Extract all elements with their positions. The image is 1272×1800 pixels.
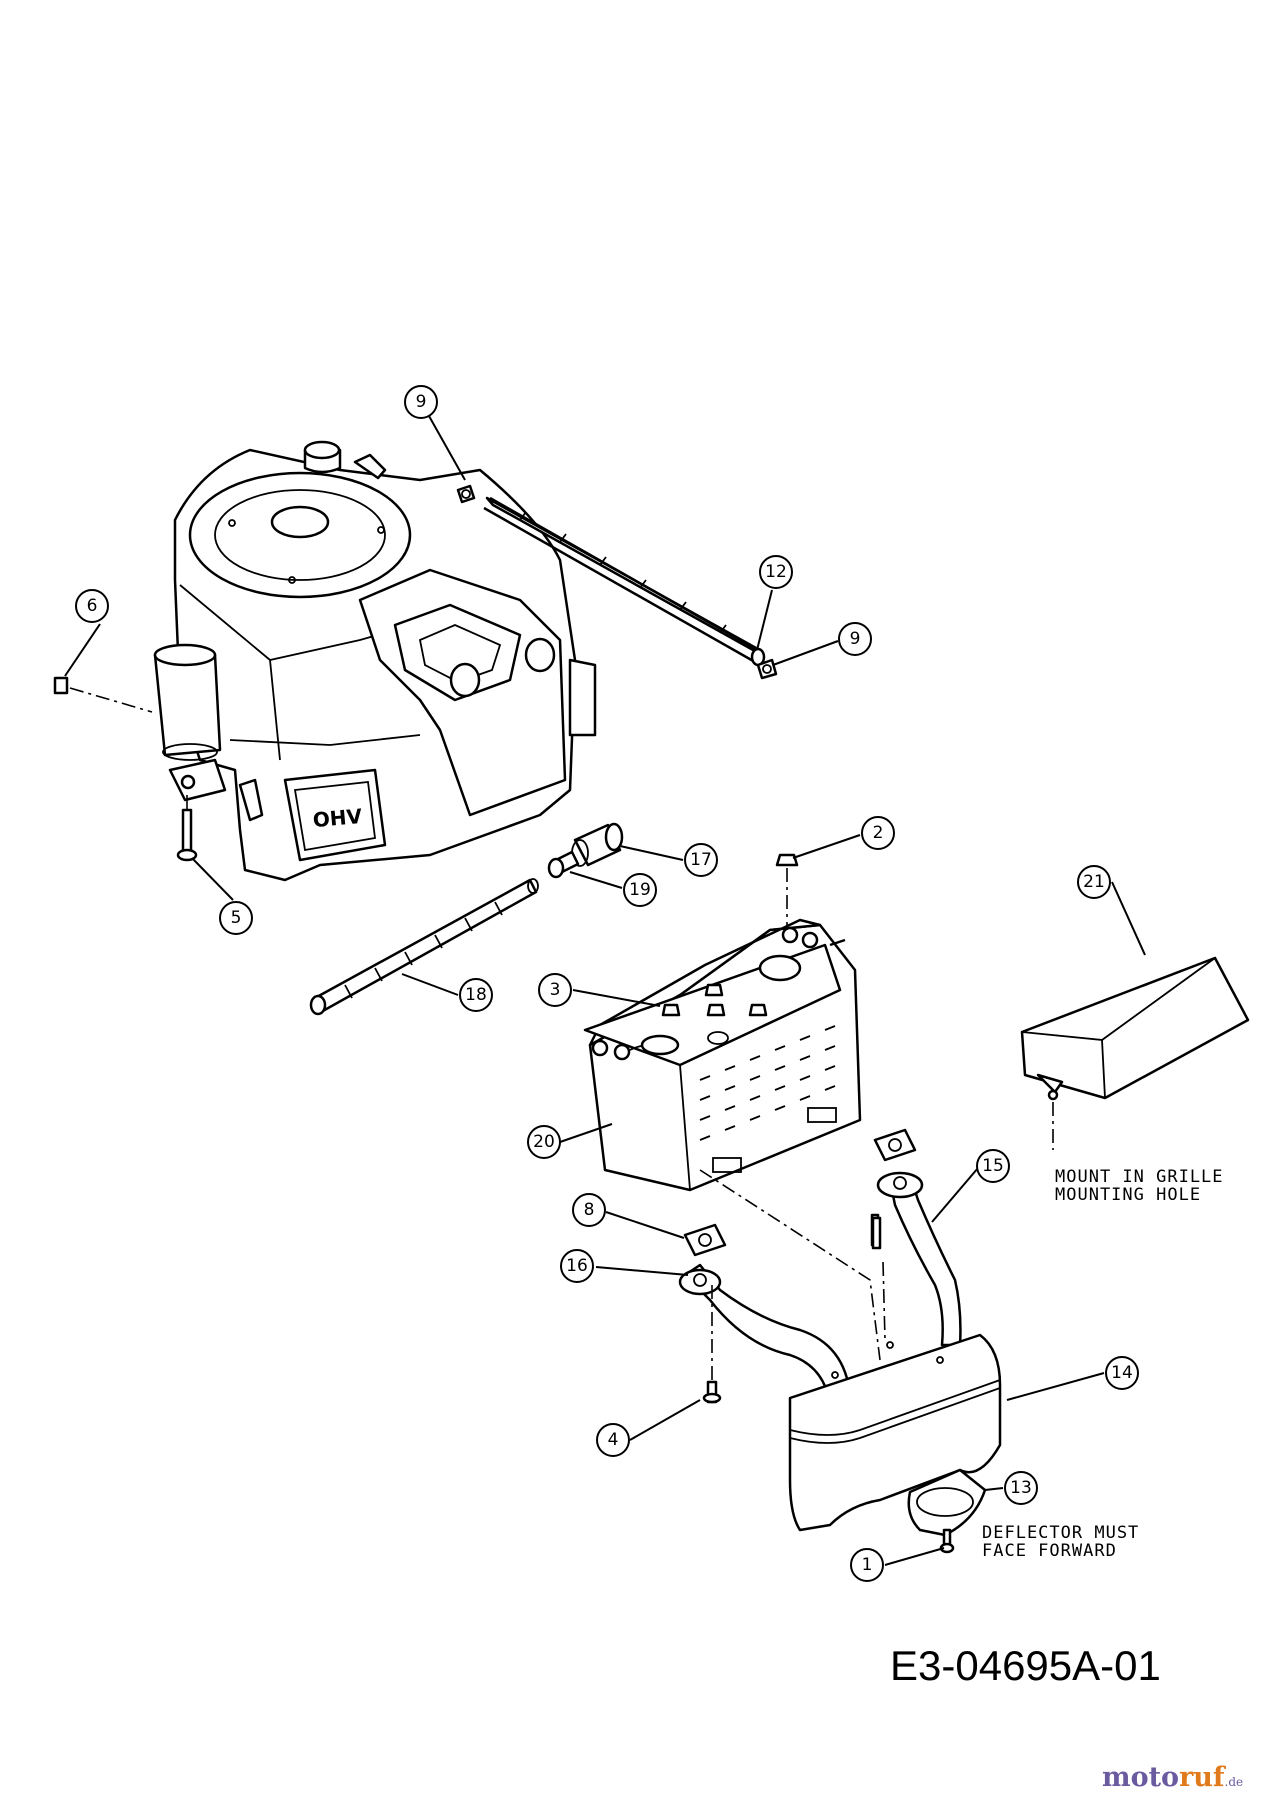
watermark-part1: moto (1102, 1762, 1180, 1793)
svg-text:2: 2 (873, 823, 884, 843)
callout-9-lower: 9 (838, 622, 872, 656)
svg-text:17: 17 (690, 850, 712, 870)
svg-text:9: 9 (850, 629, 861, 649)
callout-9-upper: 9 (404, 385, 438, 419)
svg-text:1: 1 (862, 1555, 873, 1575)
callout-5: 5 (219, 901, 253, 935)
svg-text:5: 5 (231, 908, 242, 928)
part-21-grille-shield (1020, 956, 1250, 1150)
callout-19: 19 (623, 873, 657, 907)
callout-16: 16 (560, 1249, 594, 1283)
callout-3: 3 (538, 973, 572, 1007)
svg-text:9: 9 (416, 392, 427, 412)
mount-note-line2: MOUNTING HOLE (1055, 1185, 1201, 1205)
svg-text:21: 21 (1083, 872, 1105, 892)
part-18-fuel-line (309, 878, 539, 1016)
svg-text:18: 18 (465, 985, 487, 1005)
callout-15: 15 (976, 1149, 1010, 1183)
part-3-screws (661, 983, 768, 1017)
svg-text:14: 14 (1111, 1363, 1133, 1383)
svg-text:8: 8 (584, 1200, 595, 1220)
svg-text:13: 13 (1010, 1478, 1032, 1498)
callout-8: 8 (572, 1193, 606, 1227)
part-14-muffler (788, 1333, 1002, 1532)
svg-text:16: 16 (566, 1256, 588, 1276)
part-20-heat-shield (583, 918, 862, 1192)
callout-2: 2 (861, 816, 895, 850)
callout-14: 14 (1105, 1356, 1139, 1390)
part-2-nut (775, 853, 799, 930)
callout-20: 20 (527, 1125, 561, 1159)
alignment-line (699, 1169, 881, 1361)
exhaust-gasket-right (873, 1128, 917, 1162)
part-8-gasket (683, 1223, 727, 1257)
valve-cover-label: OHV (312, 804, 364, 832)
watermark-part2: ruf (1179, 1762, 1225, 1793)
part-12-fuel-line (483, 496, 766, 667)
svg-text:20: 20 (533, 1132, 555, 1152)
svg-text:3: 3 (550, 980, 561, 1000)
svg-text:4: 4 (608, 1430, 619, 1450)
svg-text:19: 19 (629, 880, 651, 900)
part-19-fitting (547, 850, 580, 879)
callout-4: 4 (596, 1423, 630, 1457)
svg-text:6: 6 (87, 596, 98, 616)
callout-13: 13 (1004, 1471, 1038, 1505)
mount-note-line1: MOUNT IN GRILLE (1055, 1167, 1224, 1187)
watermark-logo: motoruf.de (1102, 1762, 1243, 1793)
engine: OHV (153, 440, 597, 882)
leader-lines (64, 415, 1146, 1566)
svg-text:12: 12 (765, 562, 787, 582)
part-17-fuel-filter (571, 822, 624, 867)
part-9-clamp-lower (756, 658, 778, 680)
deflector-note-line2: FACE FORWARD (982, 1541, 1117, 1561)
svg-text:15: 15 (982, 1156, 1004, 1176)
callout-6: 6 (75, 589, 109, 623)
part-9-clamp-upper (456, 484, 476, 504)
part-5-bolt (176, 795, 198, 862)
callout-17: 17 (684, 843, 718, 877)
deflector-note-line1: DEFLECTOR MUST (982, 1523, 1139, 1543)
callout-1: 1 (850, 1548, 884, 1582)
part-1-screw (939, 1528, 955, 1554)
watermark-part3: .de (1224, 1775, 1244, 1789)
exhaust-bolt-right (871, 1216, 886, 1341)
part-6-nut (53, 676, 153, 713)
callout-21: 21 (1077, 865, 1111, 899)
callout-12: 12 (759, 555, 793, 589)
callout-18: 18 (459, 978, 493, 1012)
diagram-code: E3-04695A-01 (890, 1642, 1161, 1689)
part-4-bolt (702, 1285, 722, 1404)
